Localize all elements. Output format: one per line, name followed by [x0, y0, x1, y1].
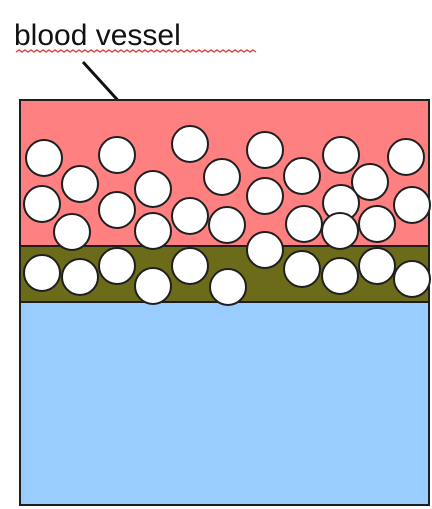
blood-cell	[99, 248, 135, 284]
blood-cell	[247, 232, 283, 268]
blood-cell	[247, 178, 283, 214]
blood-cell	[359, 248, 395, 284]
blood-cell	[209, 207, 245, 243]
blood-cell	[388, 139, 424, 175]
blood-cell	[24, 255, 60, 291]
blood-cell	[284, 158, 320, 194]
blood-cell	[62, 166, 98, 202]
blood-cell	[204, 159, 240, 195]
blood-cell	[284, 251, 320, 287]
blood-cell	[24, 186, 60, 222]
blood-cell	[323, 137, 359, 173]
blood-cell	[172, 126, 208, 162]
blood-cell	[172, 248, 208, 284]
blood-cell	[322, 258, 358, 294]
blood-cell	[54, 214, 90, 250]
blood-cell	[210, 269, 246, 305]
blood-cell	[394, 261, 430, 297]
blood-cell	[99, 137, 135, 173]
blood-cell	[322, 213, 358, 249]
blood-cell	[172, 198, 208, 234]
surrounding-tissue-layer	[20, 302, 429, 505]
blood-cell	[26, 140, 62, 176]
blood-cell	[247, 132, 283, 168]
blood-vessel-label: blood vessel	[14, 19, 181, 52]
blood-cell	[135, 268, 171, 304]
blood-cell	[135, 213, 171, 249]
blood-cell	[99, 192, 135, 228]
blood-cell	[286, 206, 322, 242]
blood-cell	[135, 171, 171, 207]
blood-cell	[62, 259, 98, 295]
blood-cell	[394, 187, 430, 223]
blood-cell	[359, 206, 395, 242]
